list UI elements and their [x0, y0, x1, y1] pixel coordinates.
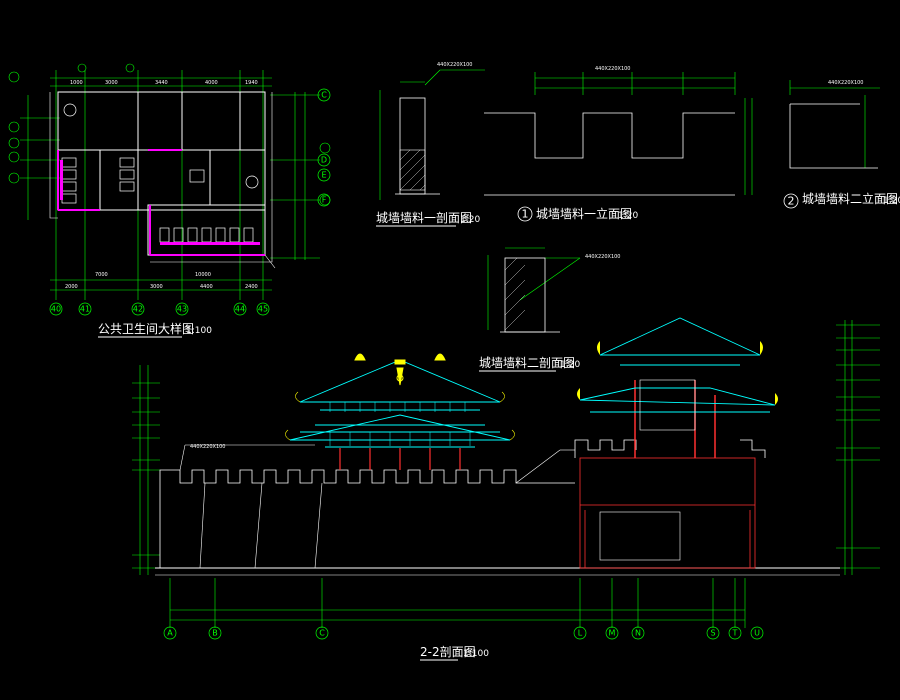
svg-text:4400: 4400 [200, 284, 213, 290]
plan-grid-label: 42 [133, 305, 143, 314]
wall-elevation-1-number: 1 [522, 208, 529, 221]
main-section: A B C L M N S T U 440X220X100 2-2剖面图 1:1… [132, 317, 880, 661]
wall-section-1-scale: 1:20 [460, 215, 480, 225]
section-grid-label: B [212, 629, 218, 638]
svg-text:7000: 7000 [95, 272, 108, 278]
section-grid-label: T [732, 629, 738, 638]
wall-elevation-2-scale: 1:20 [883, 196, 900, 206]
wall-elevation-2: 440X220X100 2 城墙墙料二立面图 1:20 [783, 80, 900, 209]
section-grid-label: C [319, 629, 325, 638]
section-grid-label: M [609, 629, 616, 638]
wall-section-2-title: 城墙墙料二剖面图 [479, 356, 575, 370]
plan-grid-label: 44 [235, 305, 245, 314]
wall-section-1-note: 440X220X100 [437, 62, 472, 68]
section-grid-label: L [578, 629, 583, 638]
svg-text:10000: 10000 [195, 272, 211, 278]
wall-section-1: 440X220X100 城墙墙料一剖面图 1:20 [376, 62, 485, 227]
section-grid-label: N [635, 629, 641, 638]
plan-grid-label: 41 [80, 305, 90, 314]
svg-text:2000: 2000 [65, 284, 78, 290]
wall-elevation-1-title: 城墙墙料一立面图 [536, 206, 632, 221]
plan-grid-label: D [321, 156, 327, 165]
section-grid-label: A [167, 629, 173, 638]
wall-elevation-1-scale: 1:20 [618, 211, 638, 221]
plan-grid-label: 43 [177, 305, 187, 314]
wall-elevation-1: 440X220X100 1 城墙墙料一立面图 1:20 [484, 66, 753, 222]
wall-section-1-title: 城墙墙料一剖面图 [376, 211, 472, 225]
toilet-plan-title: 公共卫生间大样图 [98, 321, 194, 336]
svg-text:3000: 3000 [105, 80, 118, 86]
svg-text:1000: 1000 [70, 80, 83, 86]
svg-text:3000: 3000 [150, 284, 163, 290]
plan-grid-label: F [322, 196, 327, 205]
plan-grid-label: 40 [51, 305, 61, 314]
section-grid-label: S [710, 629, 715, 638]
svg-text:3440: 3440 [155, 80, 168, 86]
wall-section-2-note: 440X220X100 [585, 254, 620, 260]
wall-elevation-2-title: 城墙墙料二立面图 [802, 191, 898, 206]
main-section-note: 440X220X100 [190, 444, 225, 450]
main-section-scale: 1:100 [463, 649, 489, 659]
svg-text:4000: 4000 [205, 80, 218, 86]
wall-section-2-scale: 1:20 [560, 360, 580, 370]
wall-elevation-2-note: 440X220X100 [828, 80, 863, 86]
toilet-plan-scale: 1:100 [186, 326, 212, 336]
svg-text:1940: 1940 [245, 80, 258, 86]
wall-elevation-1-note: 440X220X100 [595, 66, 630, 72]
plan-grid-label: 45 [258, 305, 268, 314]
toilet-plan: 1000 3000 3440 4000 1940 7000 10000 2000… [8, 63, 331, 338]
main-section-title: 2-2剖面图 [420, 645, 476, 659]
wall-section-2: 440X220X100 城墙墙料二剖面图 1:20 [479, 247, 620, 372]
section-grid-label: U [754, 629, 760, 638]
plan-grid-label: C [321, 91, 327, 100]
wall-elevation-2-number: 2 [788, 195, 795, 208]
svg-text:2400: 2400 [245, 284, 258, 290]
plan-grid-label: E [321, 171, 326, 180]
